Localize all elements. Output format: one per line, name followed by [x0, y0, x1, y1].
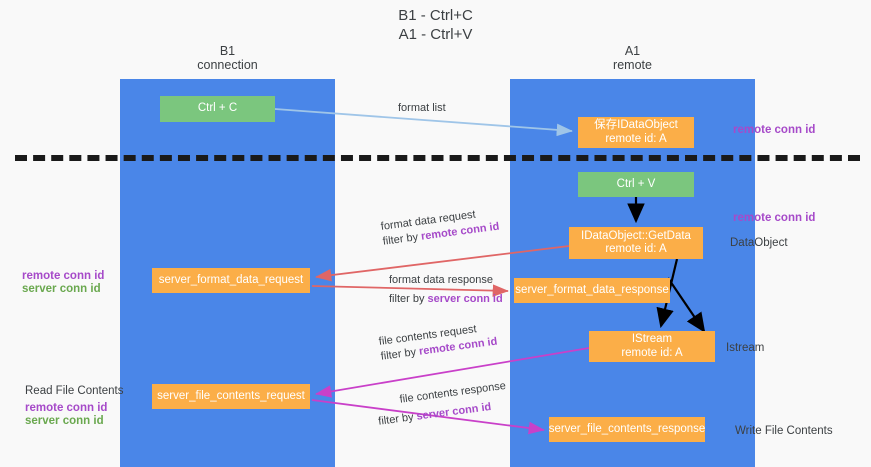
edge-label-format-data-response-filter-key: server conn id: [427, 293, 503, 305]
node-idataobject-getdata-line-2: remote id: A: [605, 243, 667, 255]
edge-label-format-list-text: format list: [398, 102, 446, 114]
page-title-line-1: B1 - Ctrl+C: [398, 7, 473, 24]
edge-label-format-data-request: format data request filter by remote con…: [380, 205, 500, 250]
annotation-dataobject: DataObject: [730, 237, 788, 249]
node-server-file-contents-request[interactable]: server_file_contents_request: [152, 384, 310, 409]
lane-header-b1: B1 connection: [120, 44, 335, 72]
annotation-left-server-conn-id-mid: server conn id: [22, 283, 101, 295]
lane-header-b1-sub: connection: [197, 58, 258, 72]
lane-header-a1-sub: remote: [613, 58, 652, 72]
page-title: B1 - Ctrl+C A1 - Ctrl+V: [0, 6, 871, 44]
node-server-file-contents-response[interactable]: server_file_contents_response: [549, 417, 705, 442]
annotation-remote-conn-id-mid: remote conn id: [733, 212, 816, 224]
lane-header-b1-name: B1: [219, 44, 236, 58]
node-server-file-contents-request-label: server_file_contents_request: [157, 389, 305, 402]
page-title-line-2: A1 - Ctrl+V: [398, 26, 473, 43]
edge-label-file-contents-response: file contents response filter by server …: [375, 379, 509, 430]
edge-label-format-data-response-filter-prefix: filter by: [389, 293, 428, 305]
annotation-istream: Istream: [726, 342, 765, 354]
node-server-format-data-request[interactable]: server_format_data_request: [152, 268, 310, 293]
node-store-idataobject-line-1: 保存IDataObject: [594, 119, 678, 131]
section-divider: [15, 155, 860, 161]
node-istream-line-1: IStream: [631, 333, 673, 345]
edge-label-format-data-request-filter-prefix: filter by: [382, 230, 422, 248]
edge-label-format-data-response-filter: filter by server conn id: [389, 292, 503, 307]
annotation-write-file-contents: Write File Contents: [735, 425, 833, 437]
annotation-read-file-contents: Read File Contents: [25, 385, 124, 397]
node-ctrl-c[interactable]: Ctrl + C: [160, 96, 275, 122]
edge-label-file-contents-request: file contents request filter by remote c…: [378, 320, 498, 365]
edge-label-file-contents-request-filter-prefix: filter by: [380, 345, 420, 363]
annotation-left-remote-conn-id-mid: remote conn id: [22, 270, 105, 282]
node-store-idataobject-line-2: remote id: A: [605, 132, 667, 145]
lane-header-a1: A1 remote: [510, 44, 755, 72]
annotation-left-server-conn-id-bottom: server conn id: [25, 415, 104, 427]
node-ctrl-v[interactable]: Ctrl + V: [578, 172, 694, 197]
edge-label-format-data-response-text: format data response: [389, 274, 493, 286]
node-server-format-data-response[interactable]: server_format_data_response: [514, 278, 670, 303]
node-store-idataobject[interactable]: 保存IDataObject remote id: A: [578, 117, 694, 148]
node-ctrl-v-label: Ctrl + V: [616, 177, 656, 190]
annotation-left-remote-conn-id-bottom: remote conn id: [25, 402, 108, 414]
node-idataobject-getdata-line-1: IDataObject::GetData: [581, 229, 691, 242]
node-server-format-data-request-label: server_format_data_request: [158, 273, 304, 286]
node-server-file-contents-response-label: server_file_contents_response: [548, 422, 706, 435]
node-ctrl-c-label: Ctrl + C: [197, 102, 238, 115]
node-idataobject-getdata[interactable]: IDataObject::GetData remote id: A: [569, 227, 703, 259]
node-istream[interactable]: IStream remote id: A: [589, 331, 715, 362]
lane-header-a1-name: A1: [624, 44, 641, 58]
annotation-remote-conn-id-top: remote conn id: [733, 124, 816, 136]
node-istream-line-2: remote id: A: [621, 346, 683, 359]
edge-label-file-contents-response-filter-prefix: filter by: [377, 410, 418, 428]
edge-label-file-contents-response-filter: filter by server conn id: [377, 398, 509, 430]
node-server-format-data-response-label: server_format_data_response: [515, 283, 669, 296]
edge-label-format-data-response: format data response filter by server co…: [389, 273, 503, 307]
edge-label-format-list: format list: [398, 101, 446, 116]
